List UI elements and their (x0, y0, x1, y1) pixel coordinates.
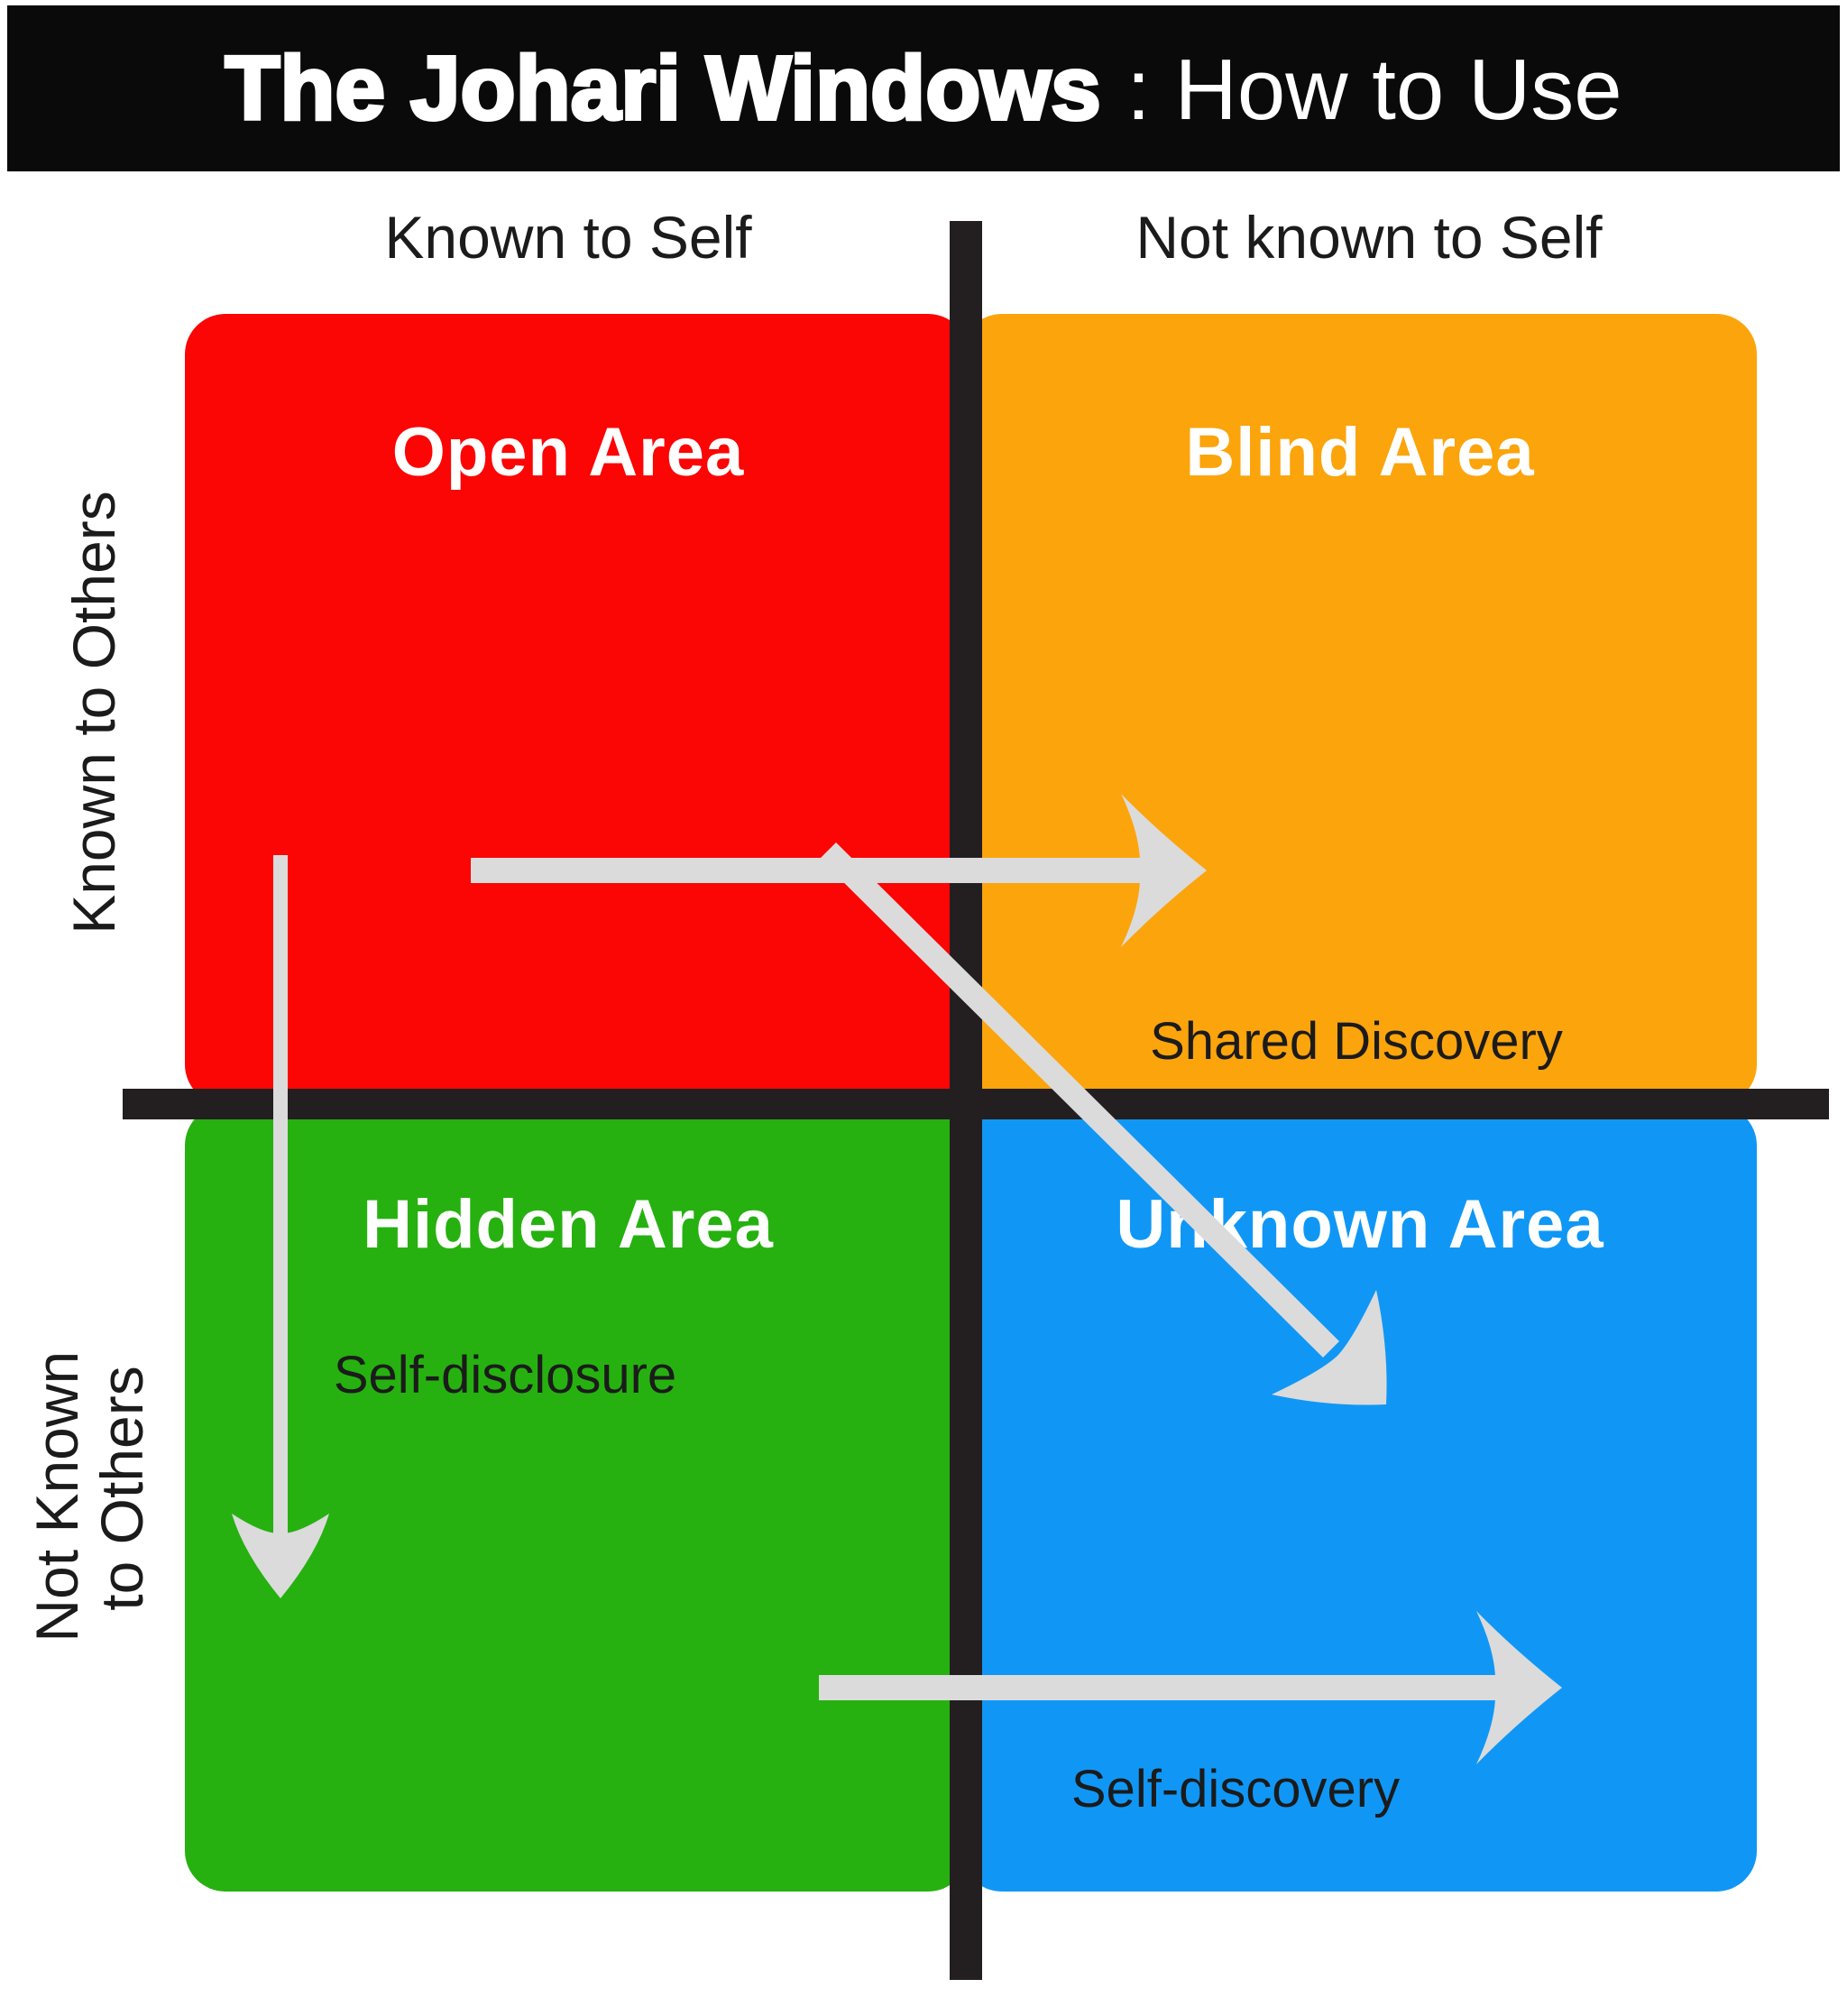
hidden-area-rect (185, 1105, 969, 1892)
column-header-known-to-self: Known to Self (384, 204, 752, 271)
row-header-not-known-to-others-label: Not Known to Others (23, 1334, 155, 1642)
row-header-line-1: Not Known (23, 1351, 90, 1643)
open-to-hidden-arrow (232, 855, 329, 1598)
open-area-rect (185, 314, 969, 1105)
title-bar (7, 5, 1840, 171)
self-discovery-label: Self-discovery (1071, 1760, 1400, 1818)
row-header-known-to-others-label: Known to Others (60, 491, 127, 934)
blind-area-title: Blind Area (1185, 414, 1534, 491)
self-disclosure-label: Self-disclosure (334, 1346, 676, 1404)
hidden-area-title: Hidden Area (363, 1186, 774, 1263)
row-header-known-to-others: Known to Others (60, 491, 127, 934)
open-to-blind-arrowhead (1121, 794, 1207, 947)
page-title-main: The Johari Windows (225, 38, 1100, 139)
page-title: The Johari Windows : How to Use (225, 38, 1622, 139)
row-header-line-2: to Others (88, 1366, 155, 1610)
hidden-to-unknown-arrow (819, 1611, 1562, 1764)
open-area-title: Open Area (392, 414, 745, 491)
hidden-to-unknown-arrow-shaft (819, 1675, 1501, 1700)
open-to-blind-arrow (471, 794, 1207, 947)
page-title-suffix: : How to Use (1126, 41, 1622, 138)
grid-horizontal-bar (123, 1089, 1829, 1119)
open-to-blind-arrow-shaft (471, 858, 1145, 883)
open-to-hidden-arrowhead (232, 1514, 329, 1598)
open-to-hidden-arrow-shaft (273, 855, 288, 1535)
column-header-not-known-to-self: Not known to Self (1135, 204, 1603, 271)
row-header-not-known-to-others: Not Known to Others (23, 1334, 155, 1643)
shared-discovery-label: Shared Discovery (1150, 1012, 1563, 1071)
hidden-to-unknown-arrowhead (1476, 1611, 1562, 1764)
open-to-unknown-arrow-shaft (820, 842, 1339, 1358)
open-to-unknown-arrowhead (1272, 1290, 1387, 1405)
open-to-unknown-arrow (820, 842, 1387, 1405)
